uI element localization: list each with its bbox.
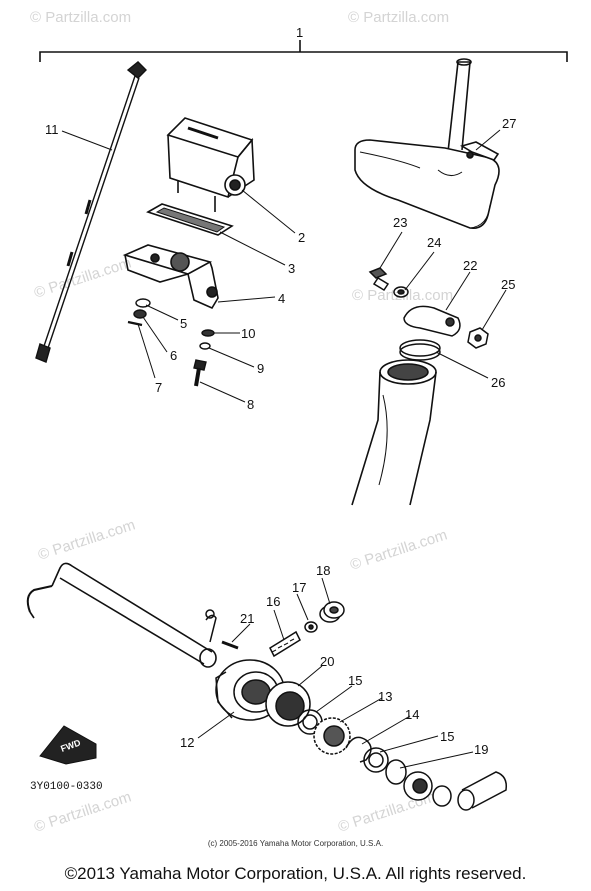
callout-15: 15 <box>440 729 454 744</box>
callout-19: 19 <box>474 742 488 757</box>
watermark: © Partzilla.com <box>352 287 453 304</box>
callout-11: 11 <box>45 122 59 137</box>
callout-1: 1 <box>296 25 303 40</box>
callout-4: 4 <box>278 291 285 306</box>
lower-cable <box>26 562 217 668</box>
drive-gear-parts <box>205 601 508 811</box>
callout-18: 18 <box>316 563 330 578</box>
callout-16: 16 <box>266 594 280 609</box>
callout-25: 25 <box>501 277 515 292</box>
leader-lines <box>379 129 507 379</box>
master-cylinder <box>122 117 255 310</box>
callout-20: 20 <box>320 654 334 669</box>
callout-27: 27 <box>502 116 516 131</box>
callout-22: 22 <box>463 258 477 273</box>
callout-10: 10 <box>241 326 255 341</box>
leader-lines <box>61 130 296 403</box>
watermark: © Partzilla.com <box>348 526 449 573</box>
callout-15: 15 <box>348 673 362 688</box>
callout-26: 26 <box>491 375 505 390</box>
callout-12: 12 <box>180 735 194 750</box>
callout-14: 14 <box>405 707 419 722</box>
leader-lines <box>197 577 474 769</box>
main-copyright: ©2013 Yamaha Motor Corporation, U.S.A. A… <box>64 864 527 883</box>
watermark: © Partzilla.com <box>32 788 133 835</box>
assembly-bracket <box>39 40 568 62</box>
callout-8: 8 <box>247 397 254 412</box>
small-parts-upper-left <box>127 298 215 387</box>
clamp-parts <box>368 267 489 361</box>
watermark: © Partzilla.com <box>32 254 133 301</box>
callout-6: 6 <box>170 348 177 363</box>
fwd-arrow: FWD <box>39 725 97 765</box>
callout-17: 17 <box>292 580 306 595</box>
callout-5: 5 <box>180 316 187 331</box>
callout-23: 23 <box>393 215 407 230</box>
handlebar-assembly <box>354 58 500 230</box>
callout-21: 21 <box>240 611 254 626</box>
callout-2: 2 <box>298 230 305 245</box>
grip-tube <box>351 359 437 506</box>
watermark: © Partzilla.com <box>348 9 449 26</box>
callout-7: 7 <box>155 380 162 395</box>
small-copyright: (c) 2005-2016 Yamaha Motor Corporation, … <box>207 839 384 848</box>
callout-13: 13 <box>378 689 392 704</box>
watermark: © Partzilla.com <box>30 9 131 26</box>
cable <box>35 61 147 363</box>
callout-3: 3 <box>288 261 295 276</box>
callout-9: 9 <box>257 361 264 376</box>
watermark: © Partzilla.com <box>36 516 137 563</box>
part-code: 3Y0100-0330 <box>30 781 103 793</box>
callout-24: 24 <box>427 235 441 250</box>
